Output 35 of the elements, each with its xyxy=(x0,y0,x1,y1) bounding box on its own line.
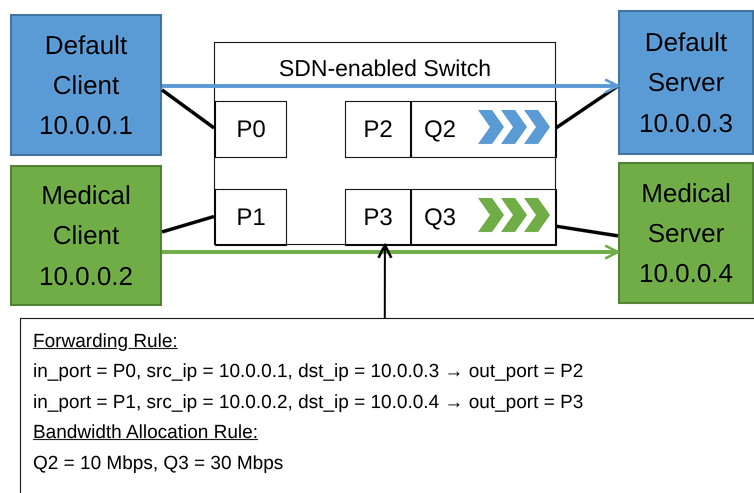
node-label: Medical Client 10.0.0.2 xyxy=(38,179,134,293)
rule-panel xyxy=(20,318,754,493)
node-label: Q2 xyxy=(424,116,456,144)
switch-title: SDN-enabled Switch xyxy=(278,55,492,82)
port-box xyxy=(215,101,287,158)
node-label: Default Server 10.0.0.3 xyxy=(638,26,734,140)
node-label: Q3 xyxy=(424,204,456,232)
connector-line xyxy=(555,84,619,130)
node-label: Default Client 10.0.0.1 xyxy=(38,28,134,142)
client-server-box xyxy=(618,162,754,304)
connector-line xyxy=(556,224,618,238)
queue-box xyxy=(411,101,557,158)
client-server-box xyxy=(618,10,754,155)
arrow xyxy=(162,78,620,94)
arrow xyxy=(162,244,620,260)
port-box xyxy=(345,189,411,246)
rule-heading: Forwarding Rule: xyxy=(33,330,178,354)
port-box xyxy=(345,101,411,158)
switch-box xyxy=(214,42,556,245)
connector-line xyxy=(160,88,216,130)
node-label: P2 xyxy=(363,116,393,144)
rule-text: in_port = P0, src_ip = 10.0.0.1, dst_ip = 10.0.0.3 → out_port = P2 xyxy=(33,360,584,384)
client-server-box xyxy=(10,165,162,306)
rule-text: Q2 = 10 Mbps, Q3 = 30 Mbps xyxy=(33,452,284,476)
rule-heading: Bandwidth Allocation Rule: xyxy=(33,421,258,446)
connector-line xyxy=(162,214,214,234)
node-label: P1 xyxy=(236,204,266,232)
rule-text: in_port = P1, src_ip = 10.0.0.2, dst_ip = 10.0.0.4 → out_port = P3 xyxy=(33,390,584,415)
client-server-box xyxy=(10,14,162,156)
queue-box xyxy=(411,189,557,246)
node-label: Medical Server 10.0.0.4 xyxy=(638,176,734,290)
port-box xyxy=(215,189,287,246)
node-label: P0 xyxy=(236,116,266,144)
node-label: P3 xyxy=(363,204,393,232)
arrow xyxy=(377,244,393,318)
